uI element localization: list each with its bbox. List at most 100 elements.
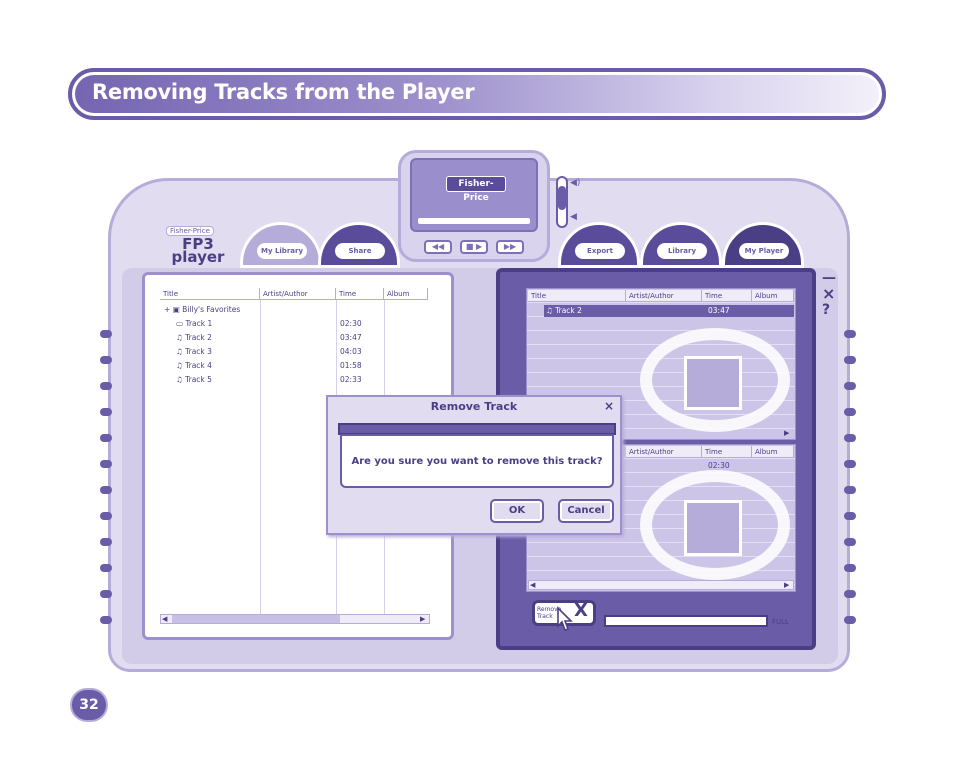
close-icon[interactable]: × [822, 284, 836, 303]
player-column-album[interactable]: Album [752, 290, 794, 302]
scroll-left-icon[interactable]: ◀ [162, 615, 168, 623]
page-number: 32 [70, 688, 108, 722]
rewind-button[interactable]: ◀◀ [424, 240, 452, 254]
ok-button[interactable]: OK [490, 499, 544, 523]
track-row-title[interactable]: ♫ Track 2 [176, 333, 212, 342]
player-scroll-left-icon[interactable]: ◀ [530, 581, 536, 589]
music-note-icon: ♫ [546, 306, 553, 315]
track-title: Track 1 [185, 319, 213, 328]
tab-label: My Player [739, 243, 789, 259]
tab-label: Library [657, 243, 707, 259]
delete-icon: X [574, 600, 588, 621]
music-note-icon: ♫ [176, 375, 183, 384]
play-stop-button[interactable]: ■ ▶ [460, 240, 488, 254]
capacity-label: FULL [772, 618, 789, 626]
selected-track-label: Track 2 [555, 306, 582, 315]
player-screen-graphic [684, 356, 742, 410]
tree-item-folder[interactable]: + ▣ Billy's Favorites [164, 305, 240, 314]
app-logo: FP3 player [171, 235, 225, 266]
tab-label: Export [575, 243, 625, 259]
logo-brand: Fisher-Price [166, 226, 214, 236]
library-scroll-thumb[interactable] [172, 615, 340, 623]
grip-bump-left [100, 408, 112, 416]
grip-bump-right [844, 434, 856, 442]
tab-label: My Library [257, 243, 307, 259]
lower-column-time[interactable]: Time [702, 446, 752, 458]
track-time: 02:30 [340, 319, 362, 328]
music-note-icon: ♫ [176, 361, 183, 370]
track-row-title[interactable]: ♫ Track 4 [176, 361, 212, 370]
track-time: 04:03 [340, 347, 362, 356]
grip-bump-left [100, 460, 112, 468]
player-scroll-right-icon[interactable]: ▶ [784, 581, 790, 589]
grip-bump-right [844, 512, 856, 520]
selected-track-time: 03:47 [708, 306, 730, 315]
speaker-low-icon: ◀ [570, 212, 577, 222]
grip-bump-right [844, 616, 856, 624]
track-title: Track 2 [185, 333, 212, 342]
section-header [68, 68, 886, 120]
music-note-icon: ♫ [176, 333, 183, 342]
volume-knob[interactable] [558, 186, 566, 210]
grip-bump-left [100, 486, 112, 494]
speaker-icon: ◀) [570, 178, 581, 188]
grip-bump-right [844, 460, 856, 468]
music-note-icon: ♫ [176, 347, 183, 356]
grip-bump-left [100, 564, 112, 572]
lower-column-artist[interactable]: Artist/Author [626, 446, 702, 458]
grip-bump-right [844, 590, 856, 598]
lower-track-time: 02:30 [708, 461, 730, 470]
column-album[interactable]: Album [384, 288, 428, 300]
grip-bump-right [844, 330, 856, 338]
grip-bump-left [100, 356, 112, 364]
grip-bump-left [100, 382, 112, 390]
tab-label: Share [335, 243, 385, 259]
seek-bar[interactable] [418, 218, 530, 224]
upper-scroll-right-icon[interactable]: ▶ [784, 429, 790, 437]
column-artist[interactable]: Artist/Author [260, 288, 336, 300]
dialog-message-box [340, 434, 614, 488]
remove-track-label: Remove Track [537, 606, 562, 620]
grip-bump-right [844, 564, 856, 572]
player-column-artist[interactable]: Artist/Author [626, 290, 702, 302]
cancel-button[interactable]: Cancel [558, 499, 614, 523]
grip-bump-left [100, 590, 112, 598]
audiobook-icon: ▭ [176, 319, 184, 328]
scroll-right-icon[interactable]: ▶ [420, 615, 426, 623]
cursor-icon [557, 606, 573, 632]
grip-bump-right [844, 486, 856, 494]
folder-icon: ▣ [172, 305, 180, 314]
selected-track-row[interactable] [544, 305, 794, 317]
player-column-title[interactable]: Title [528, 290, 626, 302]
track-title: Track 5 [185, 375, 212, 384]
dialog-close-icon[interactable]: × [604, 399, 615, 413]
lower-column-album[interactable]: Album [752, 446, 794, 458]
grip-bump-right [844, 356, 856, 364]
track-time: 01:58 [340, 361, 362, 370]
track-time: 02:33 [340, 375, 362, 384]
grip-bump-left [100, 616, 112, 624]
column-divider [260, 300, 261, 616]
minimize-icon[interactable]: — [822, 270, 836, 286]
track-time: 03:47 [340, 333, 362, 342]
grip-bump-left [100, 330, 112, 338]
grip-bump-left [100, 538, 112, 546]
track-row-title[interactable]: ♫ Track 3 [176, 347, 212, 356]
dialog-title: Remove Track [430, 400, 518, 413]
grip-bump-left [100, 434, 112, 442]
track-title: Track 3 [185, 347, 212, 356]
track-row-title[interactable]: ♫ Track 5 [176, 375, 212, 384]
brand-label: Fisher-Price [446, 176, 506, 203]
page-title: Removing Tracks from the Player [92, 80, 475, 104]
player-scrollbar[interactable] [528, 580, 794, 590]
player-column-time[interactable]: Time [702, 290, 752, 302]
grip-bump-left [100, 512, 112, 520]
column-title[interactable]: Title [160, 288, 260, 300]
column-time[interactable]: Time [336, 288, 384, 300]
grip-bump-right [844, 408, 856, 416]
track-row-title[interactable]: ▭ Track 1 [176, 319, 212, 328]
grip-bump-right [844, 538, 856, 546]
player-screen-graphic-2 [684, 500, 742, 556]
fast-forward-button[interactable]: ▶▶ [496, 240, 524, 254]
help-icon[interactable]: ? [822, 302, 831, 318]
